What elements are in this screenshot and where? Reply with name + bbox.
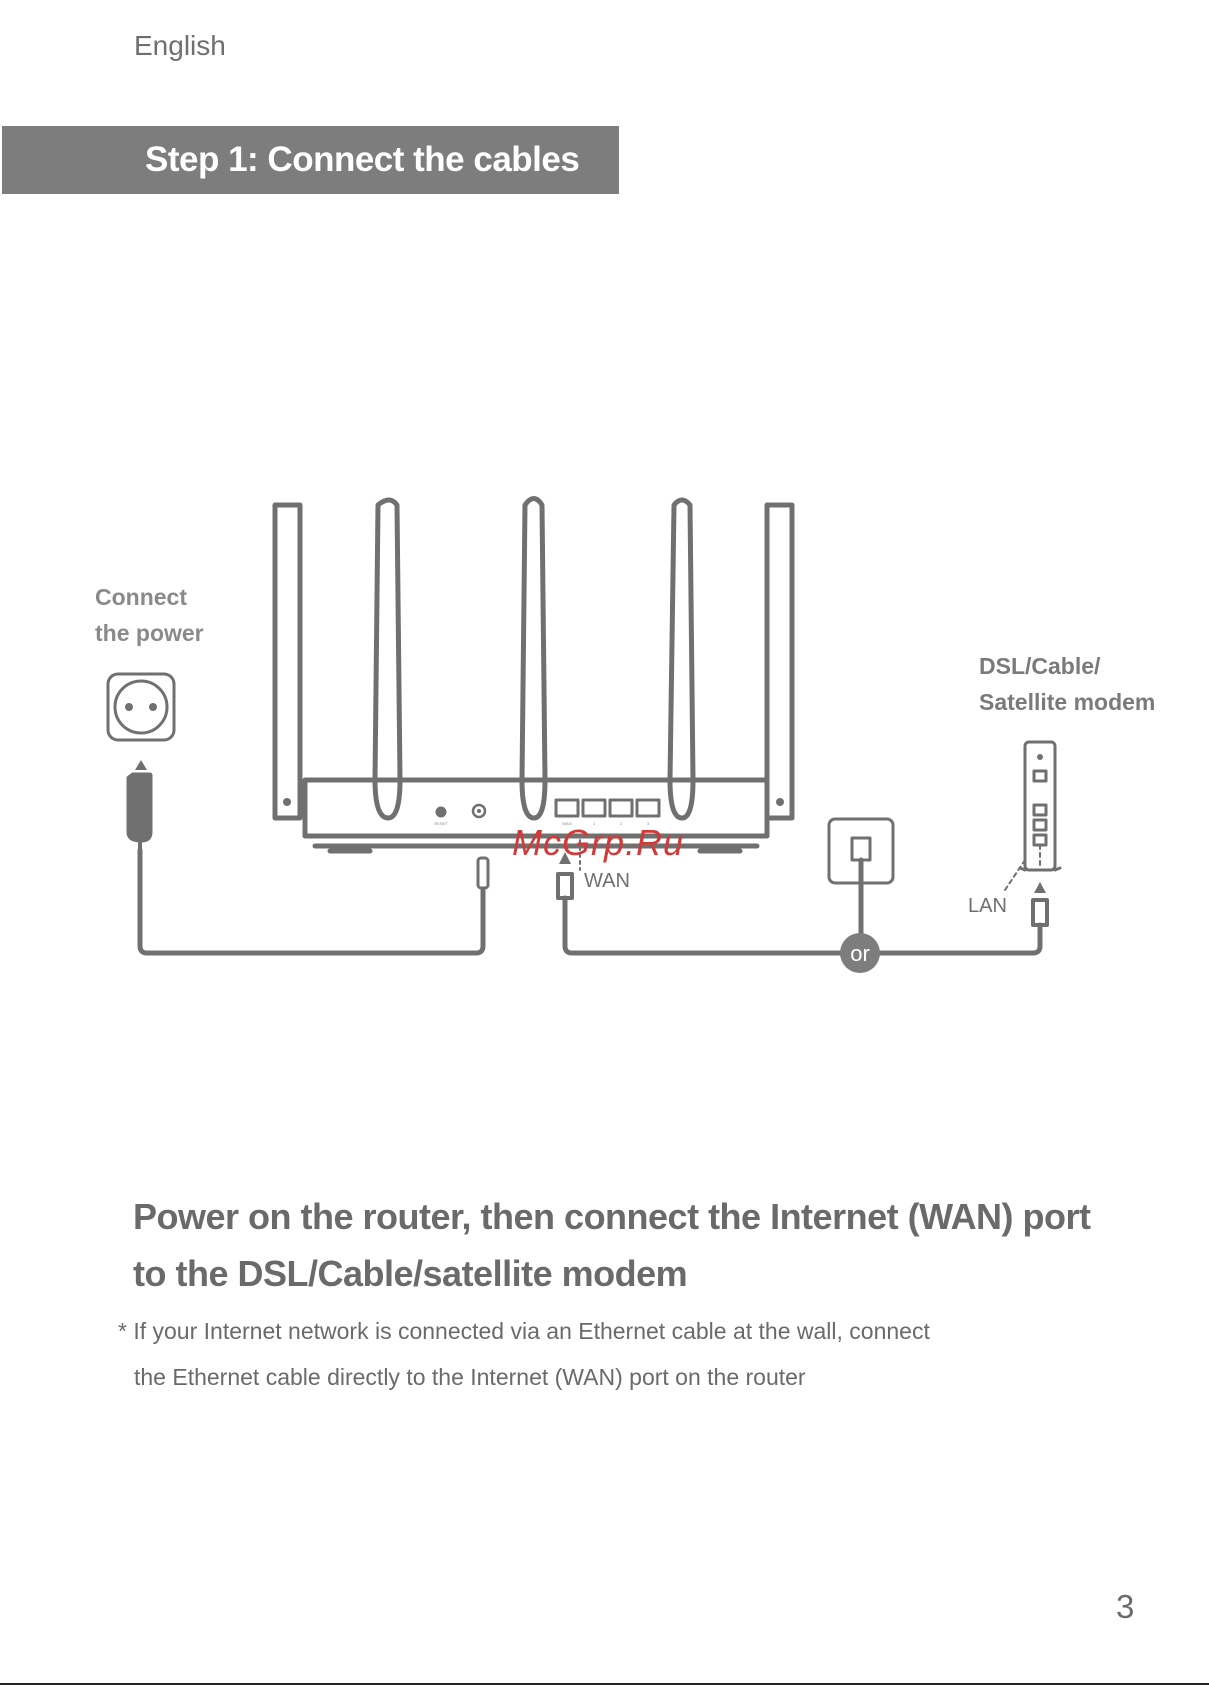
note-line1: * If your Internet network is connected … (118, 1318, 930, 1344)
port-label-reset: RESET (434, 821, 448, 826)
power-label-line1: Connect (95, 584, 187, 610)
cable-connection-diagram: or Connect the power DSL/Cable/ Satellit… (95, 496, 1155, 973)
lan-label: LAN (968, 895, 1007, 917)
wan-plug (556, 872, 574, 900)
footnote: * If your Internet network is connected … (118, 1308, 930, 1400)
ethernet-ports (554, 798, 661, 818)
antenna-1 (272, 502, 303, 821)
modem-label-line2: Satellite modem (979, 689, 1155, 715)
port-label-1: 1 (593, 821, 596, 826)
note-line2: the Ethernet cable directly to the Inter… (134, 1364, 806, 1390)
power-outlet-icon (106, 672, 176, 742)
port-label-2: 2 (620, 821, 623, 826)
arrow-up-icon (135, 760, 147, 770)
wall-ethernet-jack-icon (827, 817, 895, 951)
power-label-line2: the power (95, 620, 204, 646)
step-title: Step 1: Connect the cables (145, 140, 580, 179)
antenna-4 (667, 497, 696, 821)
or-badge (840, 933, 880, 973)
modem-label-line1: DSL/Cable/ (979, 653, 1101, 679)
wan-label: WAN (584, 870, 630, 892)
reset-button-icon (435, 806, 447, 818)
headline-line1: Power on the router, then connect the In… (133, 1196, 1091, 1237)
watermark: McGrp.Ru (512, 822, 685, 863)
power-plug (476, 856, 490, 890)
arrow-up-icon (1034, 882, 1046, 893)
step-banner: Step 1: Connect the cables (2, 126, 619, 194)
or-label: or (850, 941, 870, 966)
page-number: 3 (1116, 1588, 1135, 1625)
power-cable (137, 847, 486, 956)
headline-line2: to the DSL/Cable/satellite modem (133, 1253, 688, 1294)
lan-plug (1031, 898, 1049, 927)
bottom-rule (0, 1683, 1209, 1685)
antenna-5 (764, 502, 795, 821)
port-label-wan: WAN (562, 821, 571, 826)
power-socket-icon (471, 803, 487, 819)
language-label: English (134, 30, 226, 61)
antenna-2 (372, 497, 403, 821)
router-body (302, 777, 770, 839)
antenna-3 (519, 496, 548, 821)
port-label-3: 3 (647, 821, 650, 826)
arrow-up-icon (559, 852, 571, 864)
modem-icon (1018, 740, 1062, 872)
wan-cable (562, 895, 1043, 956)
power-adapter (126, 772, 153, 843)
instruction-headline: Power on the router, then connect the In… (133, 1188, 1133, 1302)
